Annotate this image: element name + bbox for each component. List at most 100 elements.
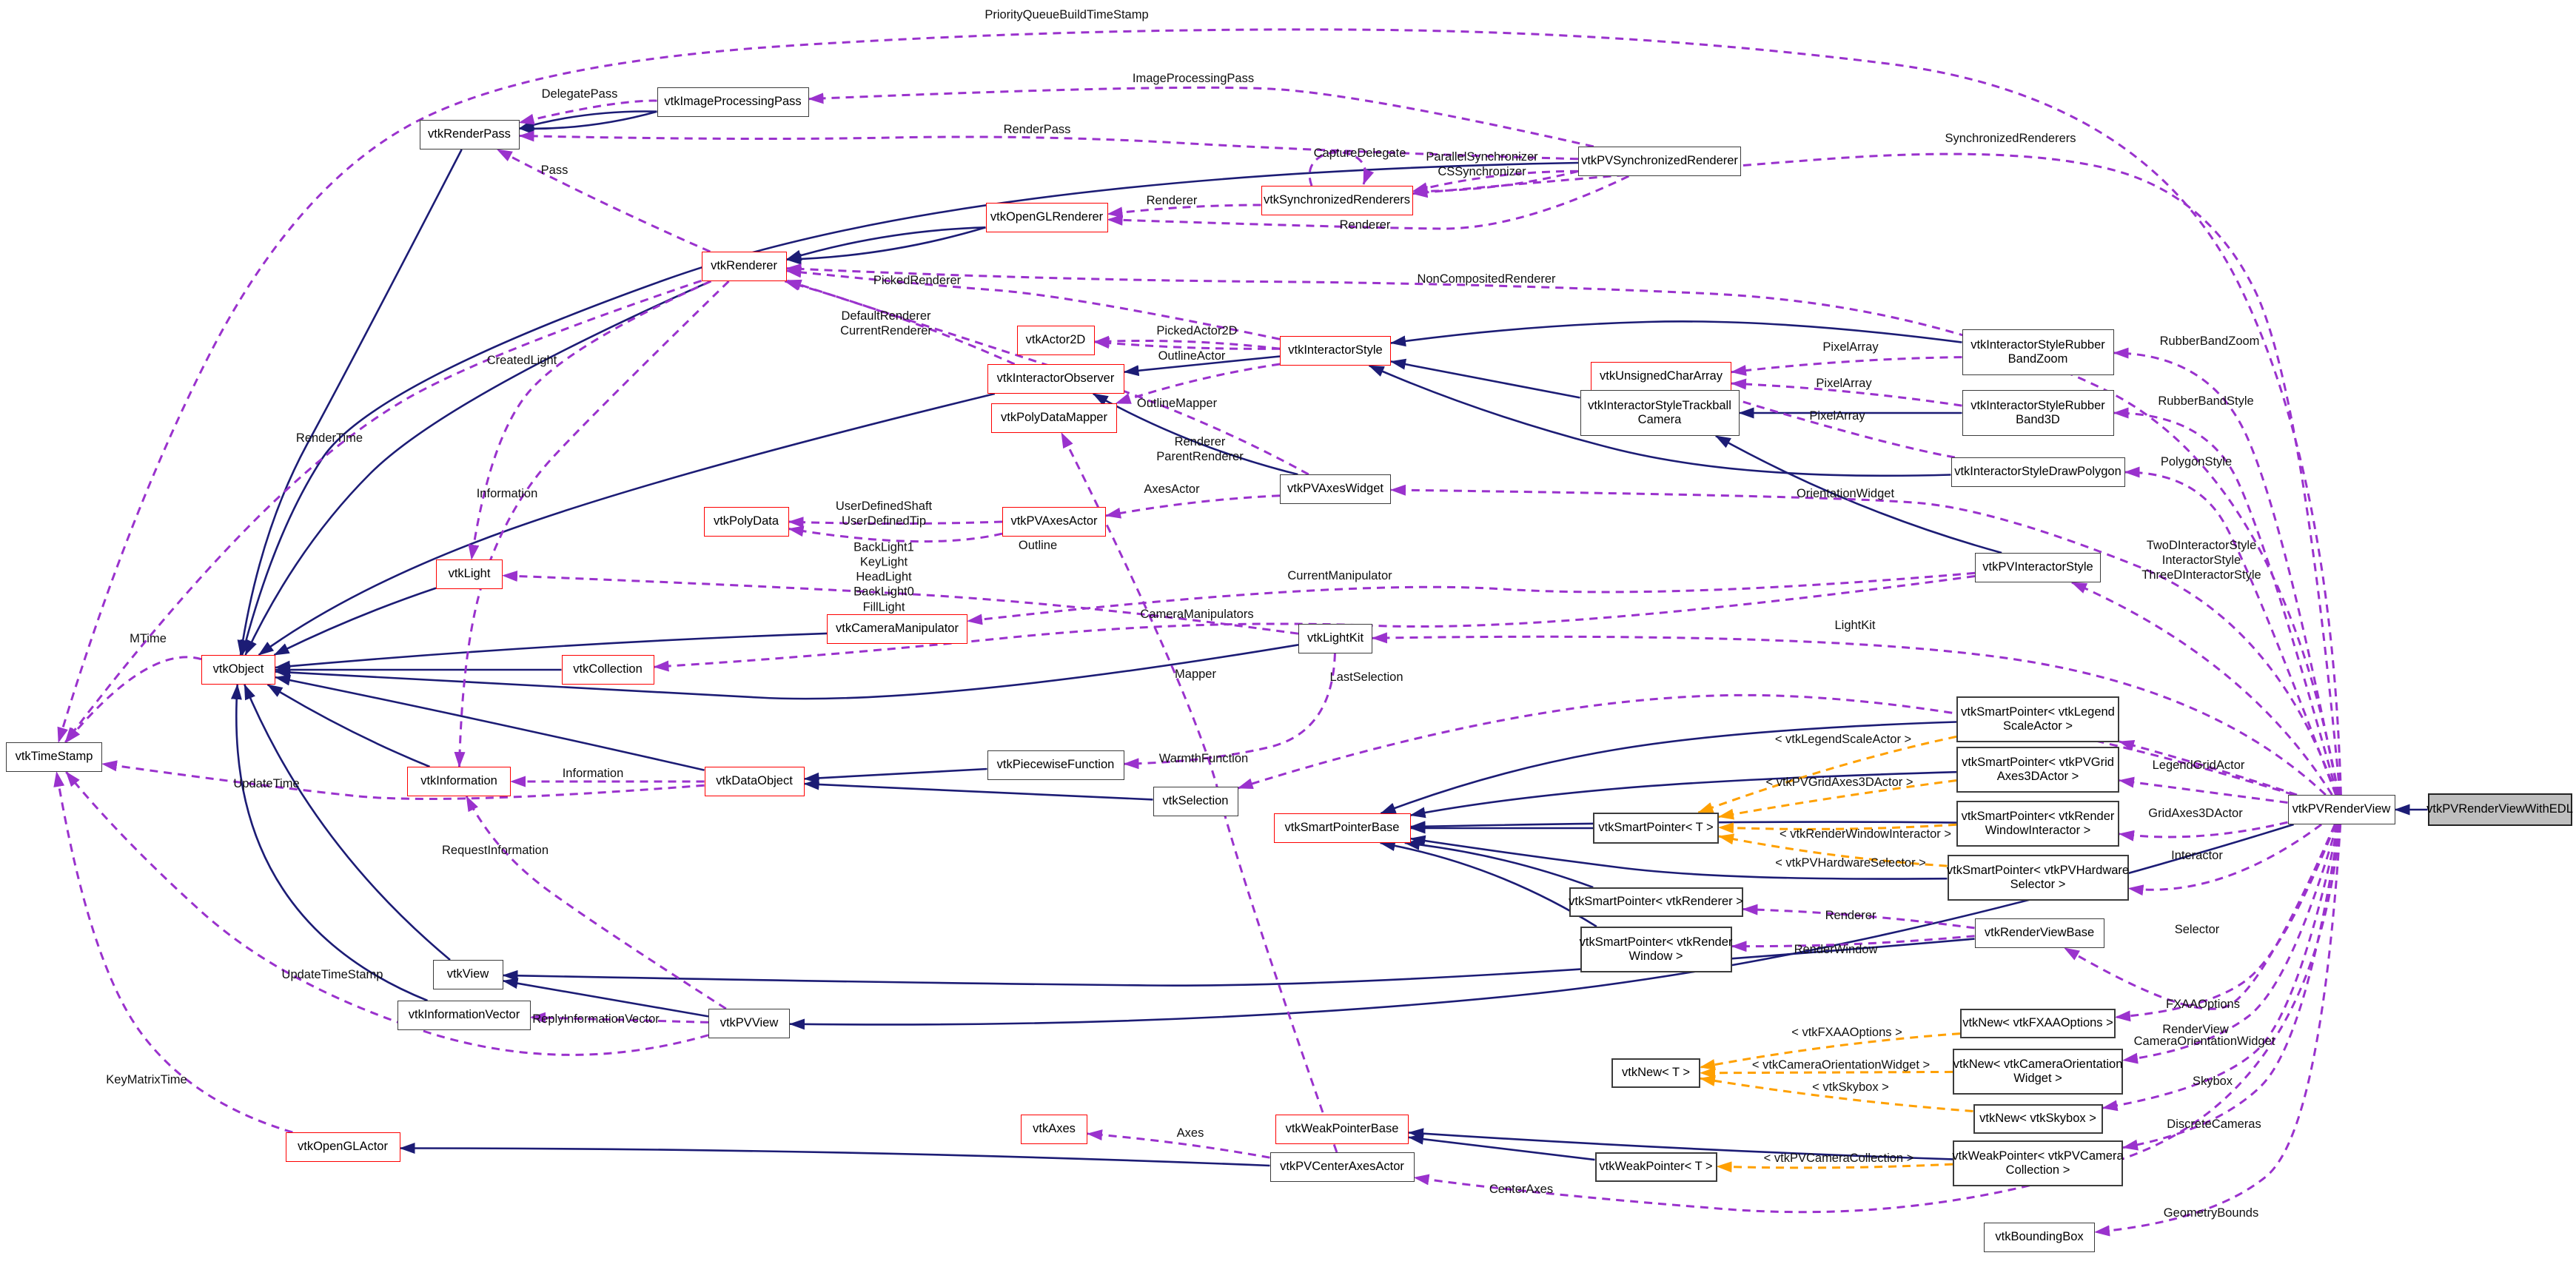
node-label: vtkDataObject [716,774,793,788]
node-vtknew-vtkskybox[interactable]: vtkNew< vtkSkybox > [1973,1104,2103,1134]
edge-vtkopenglrenderer--vtkrenderer [785,226,986,261]
edge-label-renderpass: RenderPass [1003,122,1071,136]
node-vtktimestamp[interactable]: vtkTimeStamp [6,742,102,772]
node-vtkpvsynchronizedrenderer[interactable]: vtkPVSynchronizedRenderer [1578,147,1741,176]
node-label: vtkRenderer [711,259,777,273]
node-vtkcameramanipulator[interactable]: vtkCameraManipulator [827,614,967,644]
node-vtkrenderer[interactable]: vtkRenderer [701,252,787,281]
node-label: vtkPiecewiseFunction [996,758,1115,772]
edge-label-mapper: Mapper [1175,667,1216,681]
node-vtksmartpointer-vtkrenderer[interactable]: vtkSmartPointer< vtkRenderer > [1569,887,1743,917]
node-vtkpvaxesactor[interactable]: vtkPVAxesActor [1002,507,1106,537]
edge-vtkimageprocessingpass--vtkrenderpass [518,110,657,135]
node-vtkview[interactable]: vtkView [432,960,503,989]
edge-vtkpvrenderview--vtksmartpointer-vtkrenderwindowinteractor [2119,821,2288,841]
node-label: vtkPVInteractorStyle [1982,560,2093,574]
node-vtkweakpointer-t[interactable]: vtkWeakPointer< T > [1594,1152,1717,1182]
node-vtkrenderviewbase[interactable]: vtkRenderViewBase [1974,918,2104,948]
edge-label-vtkcameraorientationwidget: < vtkCameraOrientationWidget > [1751,1058,1931,1072]
node-vtkinteractorstyle[interactable]: vtkInteractorStyle [1280,336,1391,366]
edge-label-vtkfxaaoptions: < vtkFXAAOptions > [1791,1025,1902,1039]
edge-label-axes: Axes [1176,1126,1204,1140]
node-label: Widget > [2013,1072,2062,1085]
edge-label-noncompositedrenderer: NonCompositedRenderer [1417,272,1556,286]
node-label: vtkPVSynchronizedRenderer [1581,154,1738,168]
node-vtkpvrenderviewwithedl[interactable]: vtkPVRenderViewWithEDL [2426,793,2573,826]
node-vtkimageprocessingpass[interactable]: vtkImageProcessingPass [657,87,809,117]
node-vtkrenderpass[interactable]: vtkRenderPass [419,120,520,149]
edge-label-renderer: Renderer ParentRenderer [1156,434,1244,463]
node-label: vtkSelection [1162,794,1229,808]
edge-label-cameraorientationwidget: CameraOrientationWidget [2133,1034,2275,1048]
node-vtkactor2d[interactable]: vtkActor2D [1016,326,1095,355]
edge-vtkpvcenteraxesactor--vtkaxes [1087,1129,1270,1159]
node-vtksynchronizedrenderers[interactable]: vtkSynchronizedRenderers [1261,186,1413,215]
node-vtkopenglrenderer[interactable]: vtkOpenGLRenderer [985,203,1108,232]
node-vtkinteractorobserver[interactable]: vtkInteractorObserver [987,364,1124,394]
node-vtkunsignedchararray[interactable]: vtkUnsignedCharArray [1591,362,1731,391]
node-vtkcollection[interactable]: vtkCollection [561,655,654,685]
node-vtklightkit[interactable]: vtkLightKit [1298,624,1372,653]
edge-vtkpvrenderview--vtkpvaxeswidget [1390,484,2338,796]
node-vtkboundingbox[interactable]: vtkBoundingBox [1984,1223,2095,1252]
node-label: Band3D [2016,413,2060,426]
edge-label-pixelarray: PixelArray [1816,376,1872,390]
node-vtklight[interactable]: vtkLight [436,559,503,589]
node-label: vtkObject [212,662,264,676]
edge-vtksmartpointer-vtkrenderer--vtksmartpointerbase [1403,838,1594,889]
edge-vtkpvinteractorstyle--vtkcollection [653,575,1976,672]
node-vtknew-vtkfxaaoptions[interactable]: vtkNew< vtkFXAAOptions > [1960,1009,2116,1038]
node-vtkpvrenderview[interactable]: vtkPVRenderView [2287,795,2395,824]
node-label: vtkWeakPointer< T > [1599,1160,1713,1174]
edge-vtkrenderpass--vtkobject [237,149,463,656]
node-vtkweakpointerbase[interactable]: vtkWeakPointerBase [1275,1115,1409,1144]
edge-vtksmartpointer-vtkpvhardwareselector--vtksmartpointerbase [1409,835,1948,880]
edge-vtksmartpointer-vtkpvhardwareselector--vtksmartpointer-t [1718,833,1948,867]
node-label: vtkPVView [720,1016,779,1030]
node-vtkpvaxeswidget[interactable]: vtkPVAxesWidget [1280,474,1391,504]
node-vtkpvinteractorstyle[interactable]: vtkPVInteractorStyle [1975,553,2101,582]
node-vtknew-t[interactable]: vtkNew< T > [1611,1058,1700,1088]
node-vtkpolydatamapper[interactable]: vtkPolyDataMapper [991,403,1117,433]
node-vtkopenglactor[interactable]: vtkOpenGLActor [285,1132,400,1162]
node-label: Selector > [2010,878,2066,891]
edge-vtkrenderer--vtkinformation [454,280,730,767]
edge-label-pixelarray: PixelArray [1809,409,1865,423]
node-vtkdataobject[interactable]: vtkDataObject [704,767,805,796]
node-vtkpvview[interactable]: vtkPVView [708,1009,790,1038]
node-vtkpolydata[interactable]: vtkPolyData [703,507,789,537]
node-vtksmartpointerbase[interactable]: vtkSmartPointerBase [1273,813,1411,843]
edge-vtkrenderer--vtklight [468,280,712,560]
node-label: vtkOpenGLRenderer [990,210,1104,224]
edge-vtkpvview--vtkview [502,978,709,1018]
node-label: Window > [1629,950,1683,963]
edge-vtkpvaxesactor--vtkpolydata [788,525,1003,543]
node-label: vtkPVAxesWidget [1287,482,1383,496]
node-vtkselection[interactable]: vtkSelection [1153,787,1238,816]
node-label: vtkInteractorStyleRubber [1970,398,2105,412]
node-vtkinteractorstyledrawpolygon[interactable]: vtkInteractorStyleDrawPolygon [1951,457,2125,487]
node-vtkobject[interactable]: vtkObject [201,655,275,685]
node-vtkinformationvector[interactable]: vtkInformationVector [398,1001,531,1030]
node-vtksmartpointer-t[interactable]: vtkSmartPointer< T > [1593,813,1719,844]
node-vtkinformation[interactable]: vtkInformation [407,767,511,796]
node-vtkpvcenteraxesactor[interactable]: vtkPVCenterAxesActor [1269,1152,1415,1182]
node-label: vtkSmartPointer< T > [1598,821,1714,835]
edge-vtkpvsynchronizedrenderer--vtkimageprocessingpass [808,86,1594,148]
node-vtkpiecewisefunction[interactable]: vtkPiecewiseFunction [987,750,1124,780]
node-label: vtkSmartPointer< vtkRenderer > [1569,895,1743,909]
edge-vtkinteractorstyletrackballcamera--vtkinteractorstyle [1390,358,1580,399]
edge-vtkobject--vtktimestamp [65,656,202,743]
node-vtkaxes[interactable]: vtkAxes [1021,1115,1087,1144]
